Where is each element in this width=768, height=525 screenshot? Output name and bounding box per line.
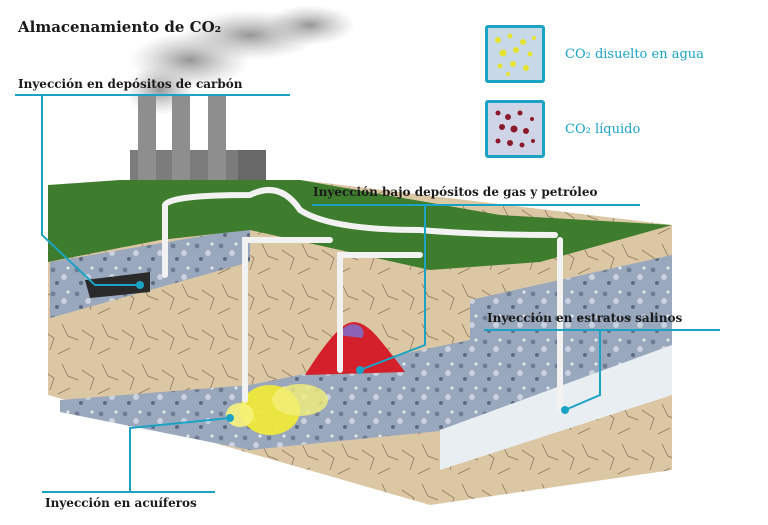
callout-endpoints [136, 281, 569, 422]
dissolved-co2-cloud [226, 384, 328, 435]
callout-aquifer: Inyección en acuíferos [45, 496, 197, 510]
diagram-title: Almacenamiento de CO₂ [18, 18, 222, 36]
legend-label-dissolved: CO₂ disuelto en agua [565, 47, 704, 62]
callout-coal: Inyección en depósitos de carbón [18, 77, 243, 91]
callout-leaders [15, 94, 720, 493]
power-plant [130, 95, 266, 190]
legend-label-liquid: CO₂ líquido [565, 122, 641, 137]
injection-pipes [162, 187, 563, 413]
yellow-dots-icon [485, 25, 545, 83]
saline-layer [470, 255, 672, 345]
gas-cap [338, 324, 364, 338]
callout-gas-oil: Inyección bajo depósitos de gas y petról… [313, 185, 598, 199]
saline-white-layer [440, 345, 672, 470]
aquifer-layer [60, 300, 672, 450]
red-dots-icon [485, 100, 545, 158]
callout-saline: Inyección en estratos salinos [487, 311, 683, 325]
